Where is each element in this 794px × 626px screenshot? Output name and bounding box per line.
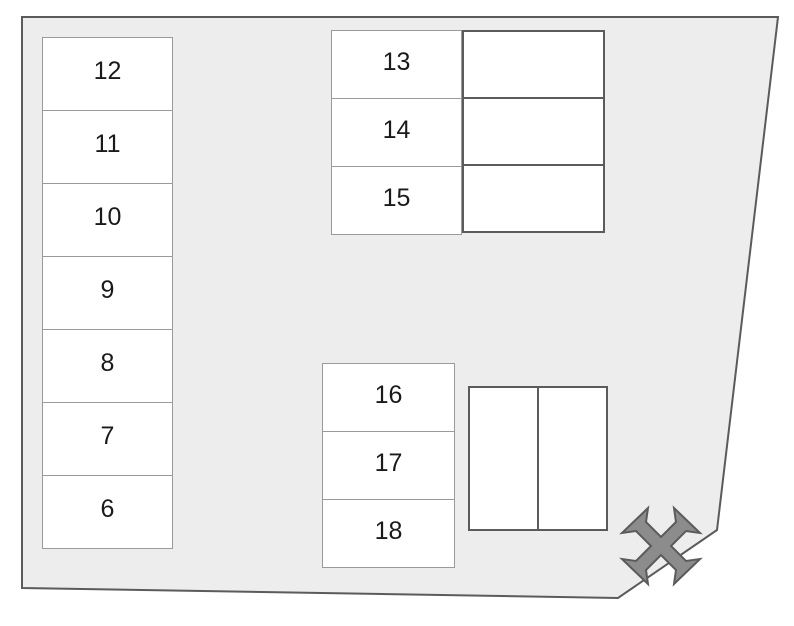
- seat-label: 6: [100, 494, 115, 523]
- seat-cell[interactable]: 12: [42, 37, 173, 111]
- seat-label: 15: [382, 184, 411, 212]
- seat-cell[interactable]: 7: [42, 402, 173, 476]
- upper-table-group: 13 14 15: [331, 30, 605, 235]
- seat-cell[interactable]: 15: [331, 166, 462, 235]
- seat-label: 12: [93, 56, 122, 85]
- seat-label: 17: [374, 449, 403, 477]
- seat-label: 7: [100, 421, 115, 450]
- blank-cell[interactable]: [462, 30, 605, 99]
- seat-label: 9: [100, 275, 115, 304]
- blank-cell[interactable]: [462, 97, 605, 166]
- seat-cell[interactable]: 13: [331, 30, 462, 99]
- seat-cell[interactable]: 10: [42, 183, 173, 257]
- seat-cell[interactable]: 11: [42, 110, 173, 184]
- seat-cell[interactable]: 18: [322, 499, 455, 568]
- seat-label: 13: [382, 48, 411, 76]
- lower-blank-pair: [468, 386, 608, 531]
- seat-cell[interactable]: 14: [331, 98, 462, 167]
- resize-arrow-shape[interactable]: [619, 505, 703, 587]
- seat-label: 18: [374, 517, 403, 545]
- left-seat-stack: 12 11 10 9 8 7 6: [42, 37, 173, 549]
- resize-handle-arrow[interactable]: [612, 500, 722, 610]
- lower-seat-stack: 16 17 18: [322, 363, 455, 568]
- seat-label: 10: [93, 202, 122, 231]
- blank-cell[interactable]: [462, 164, 605, 233]
- seat-cell[interactable]: 17: [322, 431, 455, 500]
- seat-cell[interactable]: 8: [42, 329, 173, 403]
- seat-label: 14: [382, 116, 411, 144]
- seat-label: 16: [374, 381, 403, 409]
- upper-blank-column: [462, 30, 605, 233]
- seat-cell[interactable]: 6: [42, 475, 173, 549]
- blank-cell[interactable]: [537, 386, 608, 531]
- seat-cell[interactable]: 16: [322, 363, 455, 432]
- seat-cell[interactable]: 9: [42, 256, 173, 330]
- seat-label: 11: [94, 129, 121, 158]
- upper-label-column: 13 14 15: [331, 30, 462, 235]
- seat-label: 8: [100, 348, 115, 377]
- blank-cell[interactable]: [468, 386, 539, 531]
